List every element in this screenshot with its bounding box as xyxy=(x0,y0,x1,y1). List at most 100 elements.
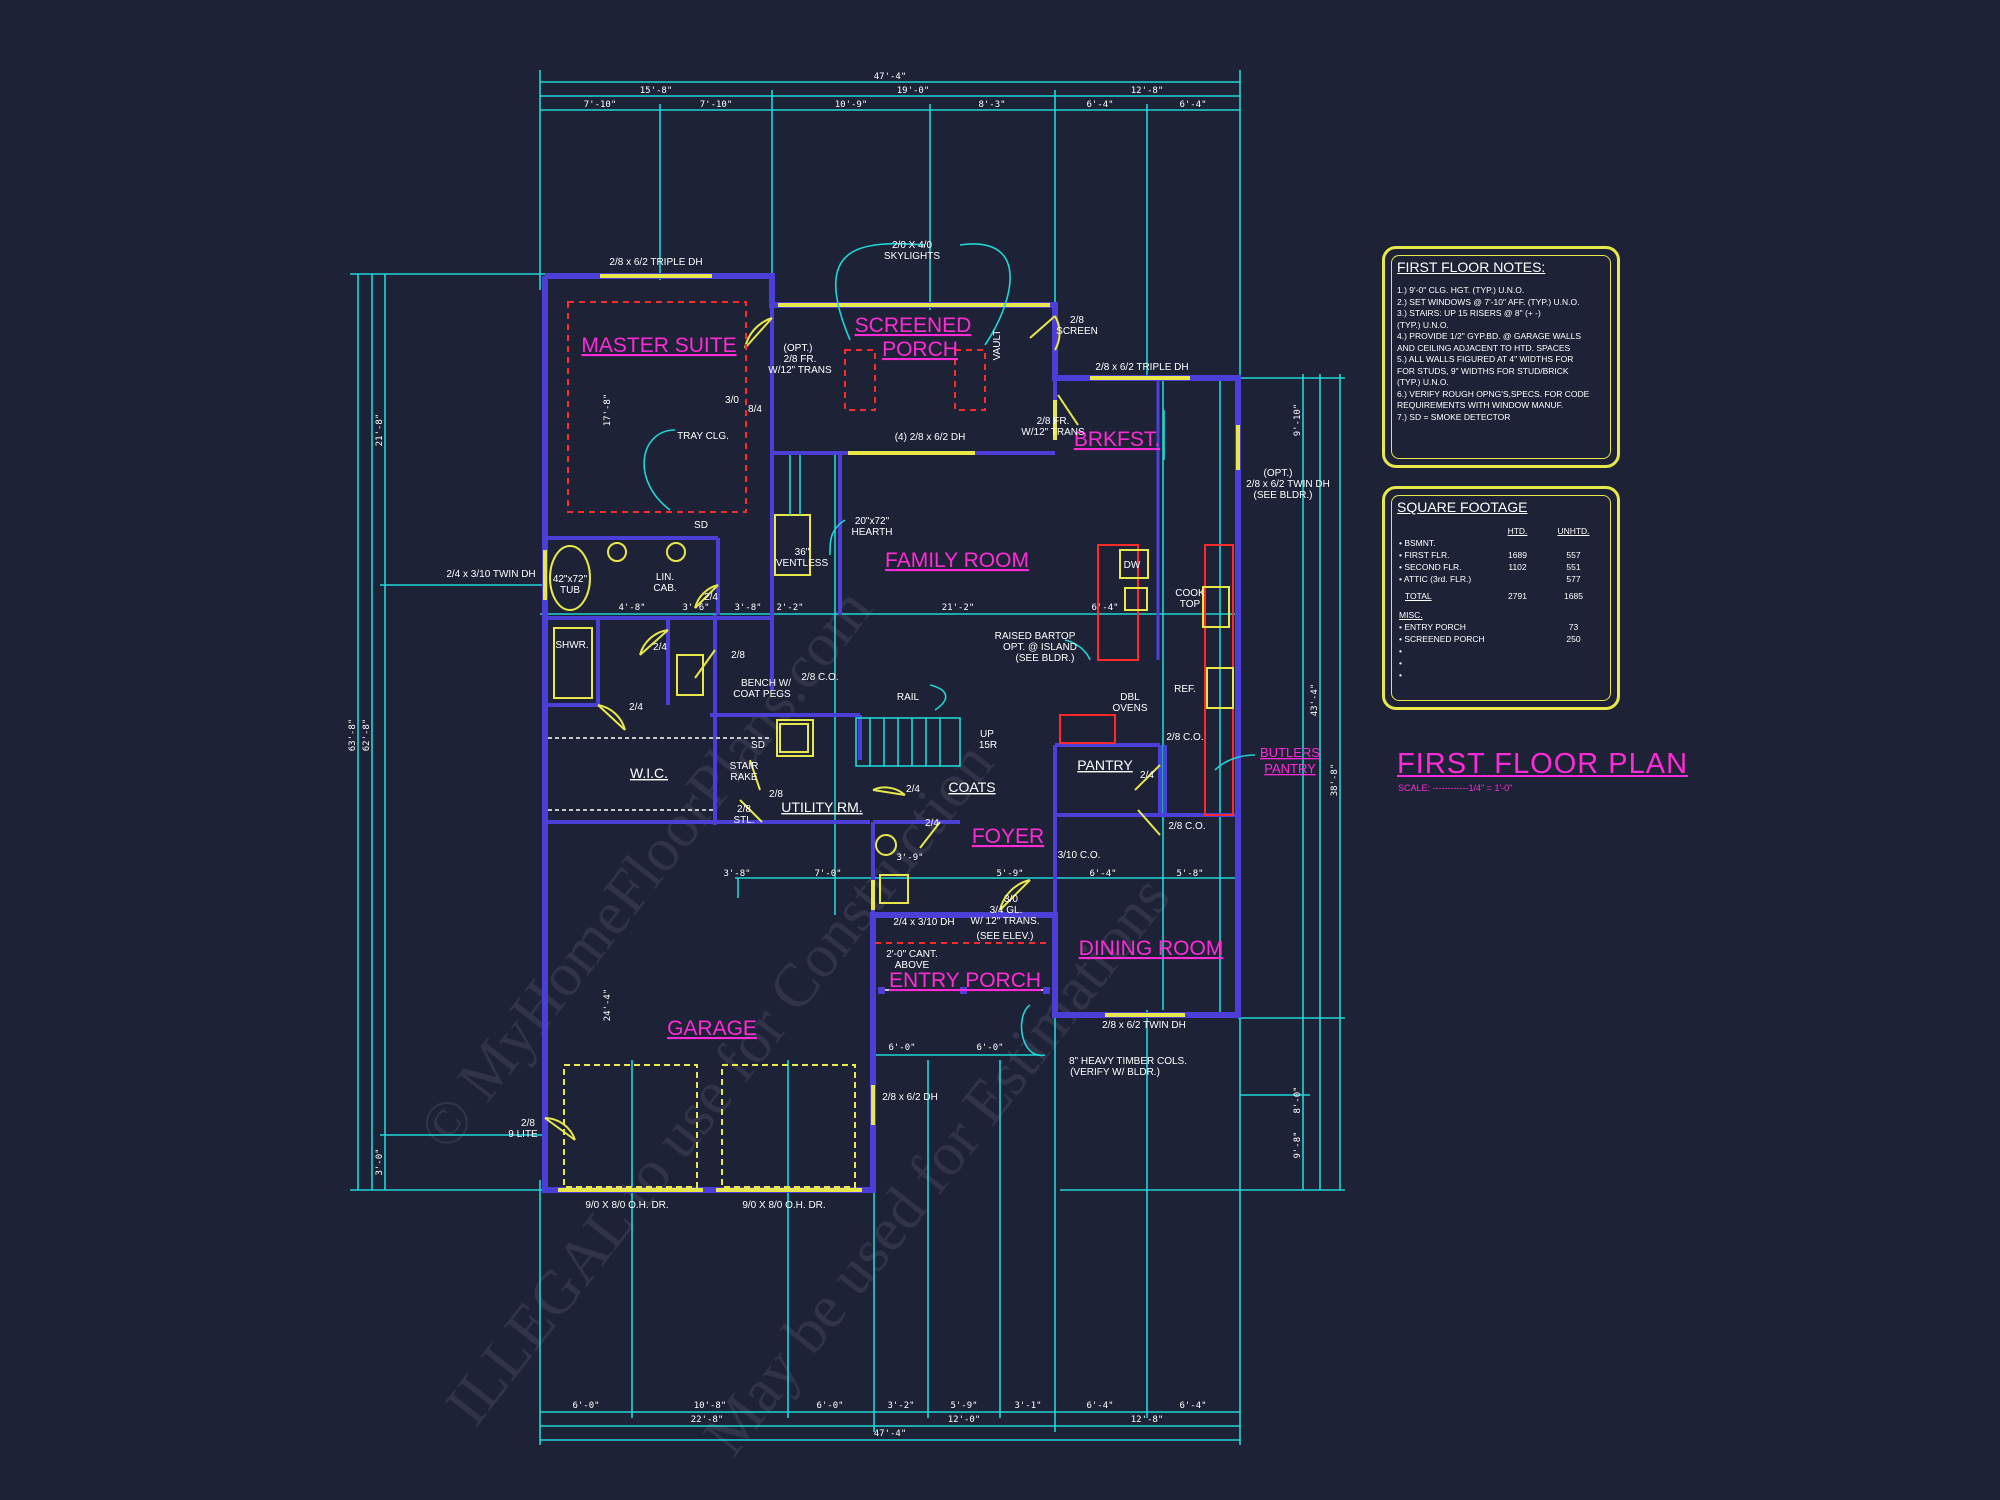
lbl-screen-1: 2/8 xyxy=(1070,315,1084,326)
lbl-triple-dh-top: 2/8 x 6/2 TRIPLE DH xyxy=(609,257,702,268)
int-dim-5: 5'-9" xyxy=(996,869,1023,879)
note-item: (TYP.) U.N.O. xyxy=(1397,377,1449,387)
int-dim-12: 6'-0" xyxy=(888,1043,915,1053)
dim-bottom-r2-0: 6'-0" xyxy=(572,1401,599,1411)
lbl-lite-1: 2/8 xyxy=(521,1118,535,1129)
lbl-bench-1: BENCH W/ xyxy=(741,678,791,689)
lbl-ventless-1: 36" xyxy=(795,547,810,558)
dim-bottom-overall: 47'-4" xyxy=(874,1429,907,1439)
room-labels: MASTER SUITE SCREENED PORCH BRKFST. FAMI… xyxy=(581,314,1320,1040)
int-dim-4: 21'-2" xyxy=(942,603,975,613)
lbl-d24-f: 2/4 xyxy=(925,818,939,829)
sqft-misc-row-label: • ENTRY PORCH xyxy=(1399,622,1466,632)
lbl-hearth-1: 20"x72" xyxy=(855,516,890,527)
dim-left-upper: 21'-8" xyxy=(375,414,385,447)
lbl-d28-a: 2/8 xyxy=(731,650,745,661)
lbl-stl-1: 2/8 xyxy=(737,804,751,815)
sqft-inner-frame xyxy=(1391,495,1611,701)
room-coats: COATS xyxy=(948,779,995,795)
lbl-tub-2: TUB xyxy=(560,585,580,596)
lbl-bench-2: COAT PEGS xyxy=(733,689,791,700)
lbl-gl-1: 3/0 xyxy=(1004,894,1018,905)
note-item: (TYP.) U.N.O. xyxy=(1397,319,1449,330)
sqft-misc-row-unhtd xyxy=(1540,657,1607,669)
dim-right-inner: 38'-8" xyxy=(1330,764,1340,797)
sqft-row-unhtd: 551 xyxy=(1566,562,1581,572)
note-item: 5.) ALL WALLS FIGURED AT 4" WIDTHS FOR xyxy=(1397,354,1574,364)
lbl-twin-dh-opt-2: 2/8 x 6/2 TWIN DH xyxy=(1246,479,1330,490)
lbl-tub-1: 42"x72" xyxy=(553,574,588,585)
lbl-d24-b: 2/4 xyxy=(653,642,667,653)
lbl-stair-rake-1: STAIR xyxy=(730,761,759,772)
lbl-ref: REF. xyxy=(1174,684,1196,695)
sqft-misc-label: MISC. xyxy=(1399,610,1423,620)
dim-bottom-r1-1: 12'-0" xyxy=(948,1415,981,1425)
lbl-door-84: 8/4 xyxy=(748,404,762,415)
plan-scale: SCALE: ------------1/4" = 1'-0" xyxy=(1398,783,1513,793)
lbl-dh-garage: 2/8 x 6/2 DH xyxy=(882,1092,938,1103)
top-dimensions: 47'-4" 15'-8" 19'-0" 12'-8" 7'-10" 7'-10… xyxy=(539,70,1241,470)
lbl-gl-4: (SEE ELEV.) xyxy=(977,931,1034,942)
sqft-misc-row-label: • xyxy=(1399,658,1402,668)
sqft-misc-row-unhtd: 73 xyxy=(1568,622,1579,632)
lbl-lite-2: 9 LITE xyxy=(508,1129,538,1140)
lbl-bartop-1: RAISED BARTOP xyxy=(995,631,1076,642)
note-item: FOR STUDS, 9" WIDTHS FOR STUD/BRICK xyxy=(1397,365,1569,376)
note-item: 2.) SET WINDOWS @ 7'-10" AFF. (TYP.) U.N… xyxy=(1397,296,1580,307)
notes-list: 1.) 9'-0" CLG. HGT. (TYP.) U.N.O. 2.) SE… xyxy=(1397,285,1607,423)
lbl-four-dh: (4) 2/8 x 6/2 DH xyxy=(895,432,966,443)
sqft-misc-row-label: • xyxy=(1399,646,1402,656)
int-dim-9: 5'-8" xyxy=(1176,869,1203,879)
lbl-tray: TRAY CLG. xyxy=(677,431,729,442)
bottom-dimensions: 6'-0" 10'-8" 6'-0" 3'-2" 5'-9" 3'-1" 6'-… xyxy=(539,1010,1241,1445)
lbl-twin-dh-dining: 2/8 x 6/2 TWIN DH xyxy=(1102,1020,1186,1031)
fixtures xyxy=(548,455,1234,994)
dim-top-r1-0: 15'-8" xyxy=(640,86,673,96)
square-footage-box: SQUARE FOOTAGE HTD. UNHTD. • BSMNT. • FI… xyxy=(1382,486,1620,710)
lbl-stair-rake-2: RAKE xyxy=(730,772,758,783)
lbl-d24-c: 2/4 xyxy=(629,702,643,713)
annotation-labels: 2/8 x 6/2 TRIPLE DH 2/0 X 4/0 SKYLIGHTS … xyxy=(446,240,1330,1211)
sqft-row-htd xyxy=(1495,573,1540,585)
room-butlers-2: PANTRY xyxy=(1264,761,1316,776)
lbl-co28-c: 2/8 C.O. xyxy=(1168,821,1205,832)
lbl-twin-dh-opt-3: (SEE BLDR.) xyxy=(1254,490,1313,501)
lbl-opt-trans-1: (OPT.) xyxy=(784,343,813,354)
lbl-lin-2: CAB. xyxy=(653,583,676,594)
dim-bottom-r2-1: 10'-8" xyxy=(694,1401,727,1411)
dim-top-overall: 47'-4" xyxy=(874,72,907,82)
lbl-opt-trans-3: W/12" TRANS xyxy=(768,365,832,376)
lbl-sd-2: SD xyxy=(751,740,765,751)
dim-right-a: 9'-10" xyxy=(1293,404,1303,437)
int-dim-15: 24'-4" xyxy=(603,989,613,1022)
lbl-dh-2310: 2/4 x 3/10 DH xyxy=(893,917,954,928)
sqft-misc-row-unhtd xyxy=(1540,669,1607,681)
int-dim-10: 3'-9" xyxy=(896,853,923,863)
lbl-dbl-ovens-1: DBL xyxy=(1120,692,1140,703)
note-item: AND CEILING ADJACENT TO HTD. SPACES xyxy=(1397,342,1571,353)
lbl-cooktop-2: TOP xyxy=(1180,599,1201,610)
note-item: 6.) VERIFY ROUGH OPNG'S,SPECS. FOR CODE xyxy=(1397,388,1590,399)
room-foyer: FOYER xyxy=(972,825,1044,848)
room-entry-porch: ENTRY PORCH xyxy=(889,969,1041,992)
dim-right-c: 9'-8" xyxy=(1293,1131,1303,1158)
room-brkfst: BRKFST. xyxy=(1074,428,1160,451)
sqft-misc-row-label: • xyxy=(1399,670,1402,680)
note-item: 4.) PROVIDE 1/2" GYP.BD. @ GARAGE WALLS xyxy=(1397,331,1582,341)
int-dim-13: 6'-0" xyxy=(976,1043,1003,1053)
lbl-sd: SD xyxy=(694,520,708,531)
dim-bottom-r2-6: 6'-4" xyxy=(1086,1401,1113,1411)
lbl-opt-trans-2: 2/8 FR. xyxy=(784,354,817,365)
dim-top-r2-2: 10'-9" xyxy=(835,100,868,110)
sqft-row-htd: 1102 xyxy=(1508,562,1527,572)
room-master-suite: MASTER SUITE xyxy=(581,334,736,357)
sqft-col-unhtd: UNHTD. xyxy=(1557,526,1590,536)
note-item: REQUIREMENTS WITH WINDOW MANUF. xyxy=(1397,400,1564,410)
sqft-row-label: • FIRST FLR. xyxy=(1399,550,1450,560)
lbl-co310: 3/10 C.O. xyxy=(1058,850,1101,861)
dim-top-r2-0: 7'-10" xyxy=(584,100,617,110)
first-floor-notes-box: FIRST FLOOR NOTES: 1.) 9'-0" CLG. HGT. (… xyxy=(1382,246,1620,468)
int-dim-14: 17'-8" xyxy=(603,394,613,427)
